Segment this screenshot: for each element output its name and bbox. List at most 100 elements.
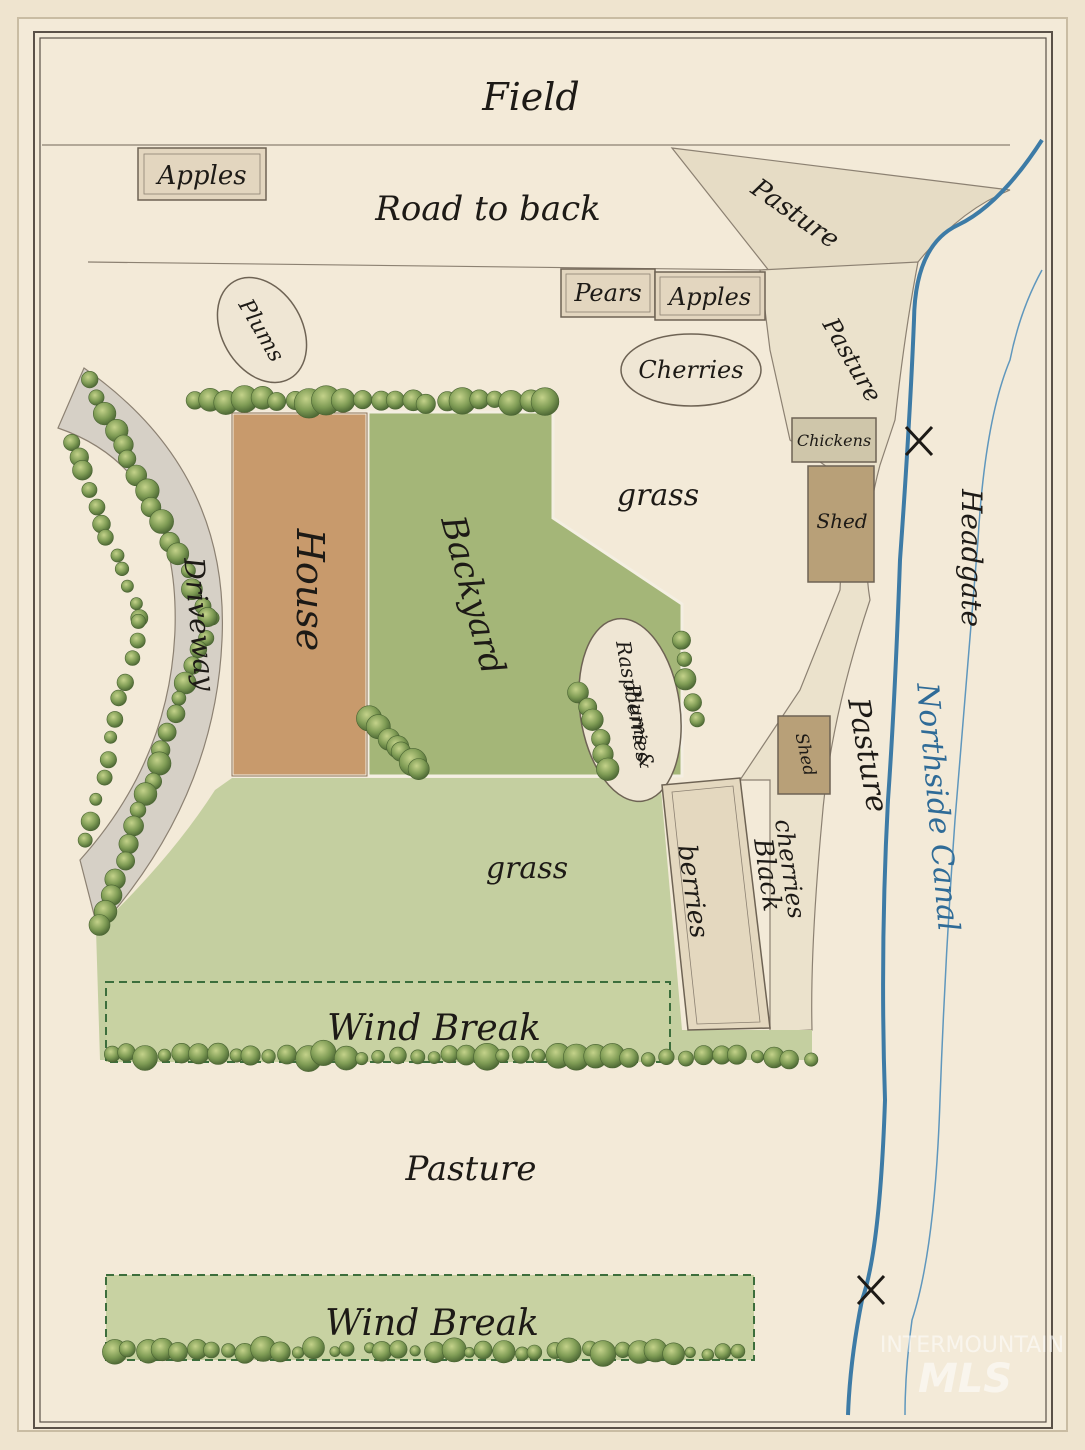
tree xyxy=(531,1048,546,1063)
label-road-to-back: Road to back xyxy=(374,189,601,229)
tree xyxy=(173,671,197,695)
tree xyxy=(581,708,604,731)
tree xyxy=(530,387,560,416)
tree xyxy=(567,681,589,704)
tree xyxy=(110,689,127,707)
tree xyxy=(89,792,103,806)
tree xyxy=(596,757,620,781)
tree xyxy=(355,1052,369,1066)
tree xyxy=(674,668,697,691)
tree xyxy=(110,548,125,563)
tree xyxy=(123,815,144,837)
tree xyxy=(124,650,141,666)
label-pears: Pears xyxy=(573,279,641,307)
apples-box-top xyxy=(137,147,267,201)
tree xyxy=(662,1342,685,1366)
headgate-marker-lower xyxy=(856,1274,886,1306)
headgate-marker-upper xyxy=(904,425,934,457)
chickens-coop xyxy=(791,417,877,463)
tree xyxy=(658,1048,675,1065)
tree xyxy=(714,1343,732,1360)
label-house: House xyxy=(288,528,332,651)
tree xyxy=(88,914,111,936)
tree xyxy=(133,782,158,806)
tree xyxy=(99,751,117,769)
tree xyxy=(72,460,93,481)
tree xyxy=(277,1044,297,1065)
tree xyxy=(81,371,99,389)
tree xyxy=(385,390,405,410)
pears-box xyxy=(560,268,656,318)
tree xyxy=(88,389,105,406)
label-headgate: Headgate xyxy=(955,488,988,627)
tree xyxy=(371,1050,385,1064)
tree xyxy=(189,640,208,659)
tree xyxy=(407,758,430,781)
label-shed-upper: Shed xyxy=(816,509,867,533)
tree xyxy=(415,393,436,414)
tree xyxy=(132,1045,158,1071)
tree xyxy=(118,1340,136,1358)
road-edge xyxy=(87,261,771,271)
tree xyxy=(556,1337,582,1364)
tree xyxy=(147,751,172,776)
tree xyxy=(149,509,174,534)
tree xyxy=(473,1340,493,1360)
tree xyxy=(97,529,114,546)
tree xyxy=(180,563,196,578)
tree xyxy=(498,390,524,416)
tree xyxy=(167,1342,188,1362)
tree xyxy=(427,1051,441,1064)
tree xyxy=(409,1345,421,1357)
tree xyxy=(410,1049,426,1065)
tree xyxy=(684,1346,696,1358)
blackberries-bed xyxy=(661,777,771,1031)
label-wind-break-2: Wind Break xyxy=(325,1303,539,1344)
label-apples-top: Apples xyxy=(155,161,246,191)
tree xyxy=(804,1052,819,1067)
tree xyxy=(389,1340,408,1359)
tree xyxy=(77,832,93,848)
tree xyxy=(63,433,81,451)
tree xyxy=(371,1341,393,1362)
tree xyxy=(678,1050,694,1067)
northside-canal xyxy=(846,138,1044,1416)
map-frame-inner xyxy=(39,37,1047,1423)
tree xyxy=(619,1048,639,1068)
tree xyxy=(166,542,190,566)
label-apples-mid: Apples xyxy=(667,283,751,311)
tree xyxy=(333,1045,359,1071)
label-wind-break-1: Wind Break xyxy=(327,1008,541,1049)
tree xyxy=(693,1045,714,1066)
tree xyxy=(181,578,203,601)
tree xyxy=(81,482,98,498)
tree xyxy=(676,651,693,667)
shed-upper xyxy=(807,465,875,583)
tree xyxy=(701,1348,714,1362)
map-frame-border xyxy=(33,31,1053,1429)
label-grass-lower: grass xyxy=(486,851,568,886)
tree xyxy=(96,769,113,786)
tree xyxy=(730,1343,746,1359)
tree xyxy=(240,1045,261,1066)
apples-box-mid xyxy=(654,271,766,321)
tree xyxy=(221,1343,236,1358)
tree-clusters xyxy=(63,371,819,1367)
tree xyxy=(683,693,702,712)
tree xyxy=(121,579,134,593)
tree xyxy=(463,1347,475,1358)
cherries-oval xyxy=(620,333,762,407)
tree xyxy=(302,1336,325,1359)
tree xyxy=(183,656,202,675)
tree xyxy=(267,392,287,411)
tree xyxy=(118,833,139,854)
tree xyxy=(157,722,177,742)
tree xyxy=(171,690,187,706)
tree xyxy=(329,1346,341,1357)
label-pasture-lower: Pasture xyxy=(404,1149,536,1189)
tree xyxy=(129,801,147,819)
tree xyxy=(353,390,373,410)
tree xyxy=(779,1049,799,1070)
tree xyxy=(689,711,705,728)
